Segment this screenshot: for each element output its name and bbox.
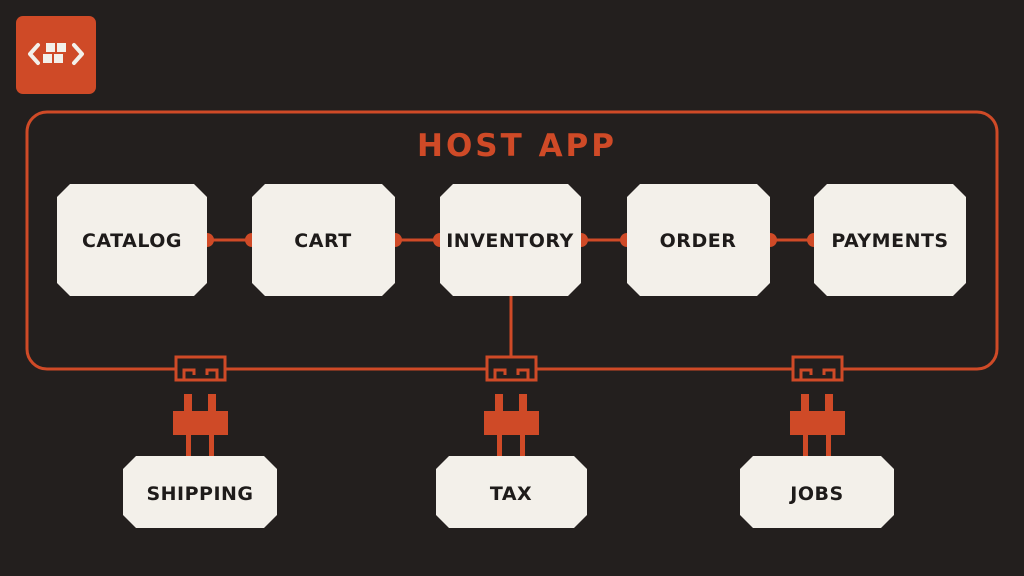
module-cart: CART — [252, 184, 395, 296]
plug-icon — [790, 394, 845, 457]
plugin-jobs: JOBS — [740, 456, 894, 528]
socket-port-tax — [485, 355, 538, 382]
module-payments: PAYMENTS — [814, 184, 966, 296]
module-label: PAYMENTS — [831, 230, 948, 252]
plugin-label: SHIPPING — [146, 483, 253, 505]
module-label: CART — [294, 230, 351, 252]
module-order: ORDER — [627, 184, 770, 296]
host-app-title: HOST APP — [417, 128, 617, 164]
plugin-tax: TAX — [436, 456, 587, 528]
logo-badge — [16, 16, 96, 94]
plugin-label: JOBS — [788, 483, 843, 505]
plugin-shipping: SHIPPING — [123, 456, 277, 528]
plugin-label: TAX — [490, 483, 532, 505]
module-inventory: INVENTORY — [440, 184, 581, 296]
module-label: INVENTORY — [446, 230, 574, 252]
module-label: CATALOG — [82, 230, 182, 252]
module-catalog: CATALOG — [57, 184, 207, 296]
socket-port-jobs — [791, 355, 844, 382]
plug-icon — [484, 394, 539, 457]
socket-port-shipping — [174, 355, 227, 382]
module-label: ORDER — [660, 230, 737, 252]
plug-icon — [173, 394, 228, 457]
code-brackets-with-blocks-icon — [28, 43, 84, 65]
